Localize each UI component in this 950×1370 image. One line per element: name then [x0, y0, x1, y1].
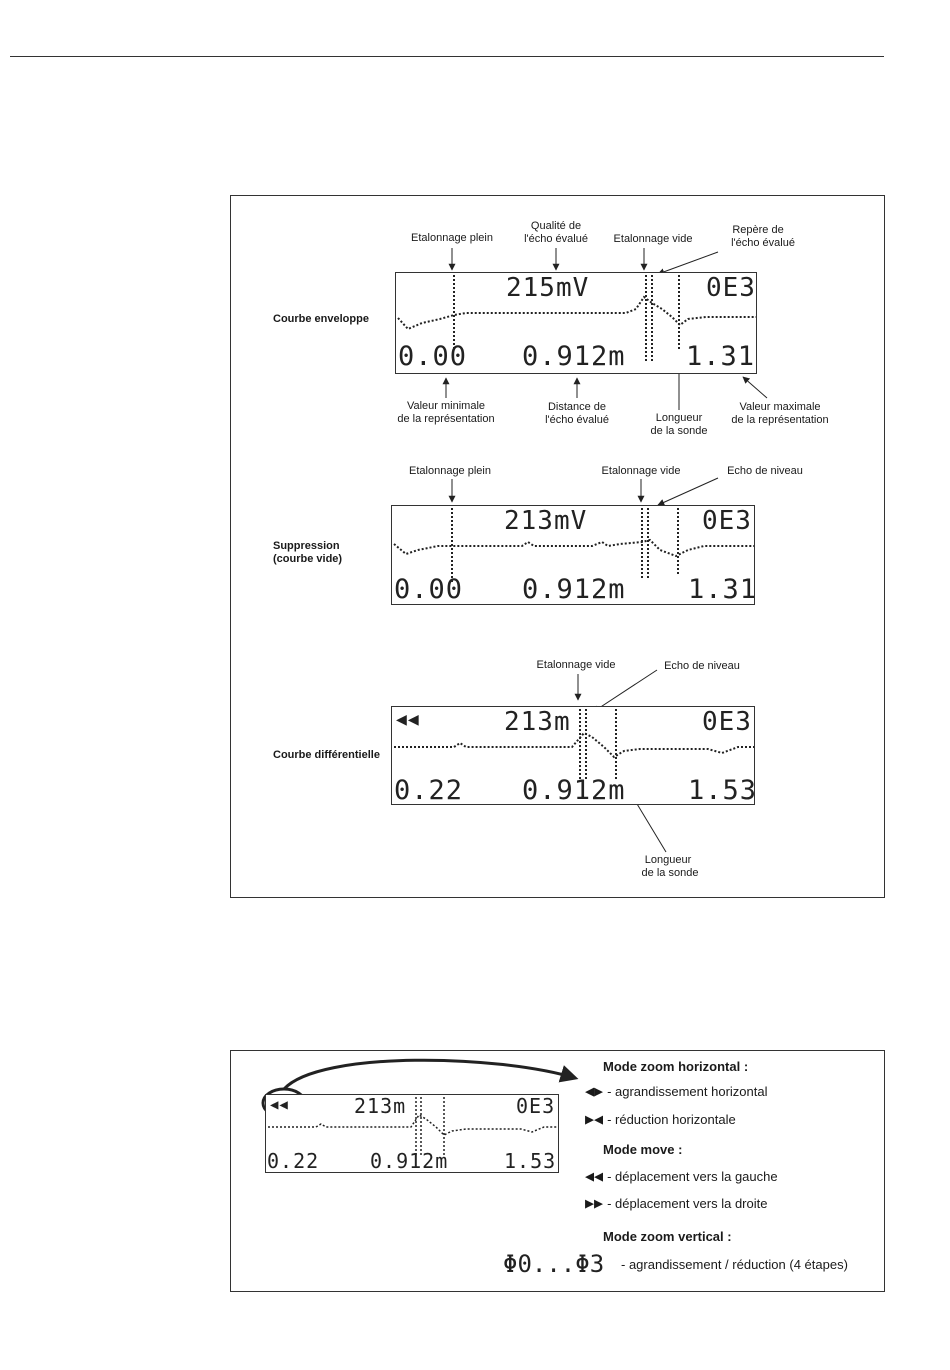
legend-move-left-text: - déplacement vers la gauche [607, 1169, 778, 1184]
lcd-zoom-middle: 0.912m [370, 1149, 449, 1173]
move-right-icon: ▶▶ [585, 1194, 604, 1212]
header-rule [10, 56, 884, 57]
legend-h-zoom-out-text: - réduction horizontale [607, 1112, 736, 1127]
label-longueur-line2: de la sonde [650, 425, 708, 437]
lcd-envelope: 215mV 0E3 0.00 0.912m 1.31 [395, 272, 757, 374]
lcd-diff-top-left: ◀◀ [396, 709, 420, 730]
lcd-diff-middle: 0.912m [522, 775, 626, 805]
figure-zoom-modes [230, 1050, 885, 1292]
label-distance-line1: Distance de [547, 401, 607, 413]
label-repere-line1: Repère de [732, 224, 784, 236]
lcd-zoom-top-value: 213m [354, 1094, 407, 1118]
legend-move-title: Mode move : [603, 1142, 683, 1157]
label-qualite-line2: l'écho évalué [524, 233, 588, 245]
label-valmin-line2: de la représentation [397, 413, 495, 425]
lcd-differential: ◀◀ 213m 0E3 0.22 0.912m 1.53 [391, 706, 755, 805]
label-courbe-vide: (courbe vide) [273, 553, 343, 565]
vertical-zoom-range-icon: Φ0...Φ3 [503, 1250, 605, 1278]
label-repere-line2: l'écho évalué [731, 237, 795, 249]
envelope-curve [397, 275, 756, 363]
zoom-in-icon: ◀▶ [585, 1082, 604, 1100]
lcd-zoom-left: 0.22 [267, 1149, 320, 1173]
lcd-sup-top-right: 0E3 [702, 506, 752, 536]
lcd-zoom-right: 1.53 [504, 1149, 557, 1173]
legend-h-zoom-out: ▶◀- réduction horizontale [585, 1110, 736, 1128]
label-sup-echo: Echo de niveau [727, 465, 803, 477]
lcd-zoom-example: ◀◀ 213m 0E3 0.22 0.912m 1.53 [265, 1094, 559, 1173]
label-diff-echo: Echo de niveau [664, 660, 740, 672]
label-etalonnage-vide: Etalonnage vide [613, 233, 693, 245]
lcd-diff-right: 1.53 [688, 775, 755, 805]
label-diff-longueur-line1: Longueur [644, 854, 692, 866]
label-diff-etalonnage-vide: Etalonnage vide [536, 659, 616, 671]
legend-v-zoom-text: - agrandissement / réduction (4 étapes) [621, 1257, 848, 1272]
lcd-envelope-right: 1.31 [686, 341, 756, 372]
lcd-envelope-top-value: 215mV [506, 273, 590, 303]
lcd-envelope-middle: 0.912m [522, 341, 626, 372]
legend-move-left: ◀◀- déplacement vers la gauche [585, 1167, 778, 1185]
label-sup-etalonnage-vide: Etalonnage vide [601, 465, 681, 477]
lcd-diff-top-right: 0E3 [702, 707, 752, 737]
label-valmax-line1: Valeur maximale [739, 401, 821, 413]
label-suppression: Suppression [273, 540, 340, 552]
lcd-envelope-top-right: 0E3 [706, 273, 756, 303]
label-distance-line2: l'écho évalué [545, 414, 609, 426]
label-courbe-enveloppe: Courbe enveloppe [273, 313, 369, 325]
label-longueur-line1: Longueur [655, 412, 703, 424]
label-courbe-differentielle: Courbe différentielle [273, 749, 380, 761]
lcd-zoom-top-left: ◀◀ [270, 1097, 289, 1113]
lcd-envelope-left: 0.00 [398, 341, 468, 372]
legend-h-zoom-in-text: - agrandissement horizontal [607, 1084, 768, 1099]
suppression-curve [393, 508, 754, 582]
legend-h-zoom-in: ◀▶- agrandissement horizontal [585, 1082, 768, 1100]
lcd-suppression: 213mV 0E3 0.00 0.912m 1.31 [391, 505, 755, 605]
legend-v-zoom-title: Mode zoom vertical : [603, 1229, 732, 1244]
move-left-icon: ◀◀ [585, 1167, 604, 1185]
lcd-sup-left: 0.00 [394, 574, 464, 605]
lcd-diff-top-value: 213m [504, 707, 571, 737]
lcd-zoom-top-right: 0E3 [516, 1094, 556, 1118]
legend-h-zoom-title: Mode zoom horizontal : [603, 1059, 749, 1074]
lcd-sup-top-value: 213mV [504, 506, 588, 536]
legend-move-right: ▶▶- déplacement vers la droite [585, 1194, 768, 1212]
label-valmin-line1: Valeur minimale [406, 400, 486, 412]
label-diff-longueur-line2: de la sonde [641, 867, 699, 879]
label-qualite-line1: Qualité de [530, 220, 582, 232]
differential-curve [394, 709, 754, 779]
lcd-diff-left: 0.22 [394, 775, 464, 805]
label-etalonnage-plein: Etalonnage plein [411, 232, 493, 244]
label-sup-etalonnage-plein: Etalonnage plein [409, 465, 491, 477]
label-valmax-line2: de la représentation [731, 414, 829, 426]
zoom-out-icon: ▶◀ [585, 1110, 604, 1128]
zoom-example-curve [268, 1097, 558, 1155]
lcd-sup-right: 1.31 [688, 574, 755, 605]
figure-echo-curves [230, 195, 885, 898]
lcd-sup-middle: 0.912m [522, 574, 626, 605]
legend-move-right-text: - déplacement vers la droite [607, 1196, 768, 1211]
